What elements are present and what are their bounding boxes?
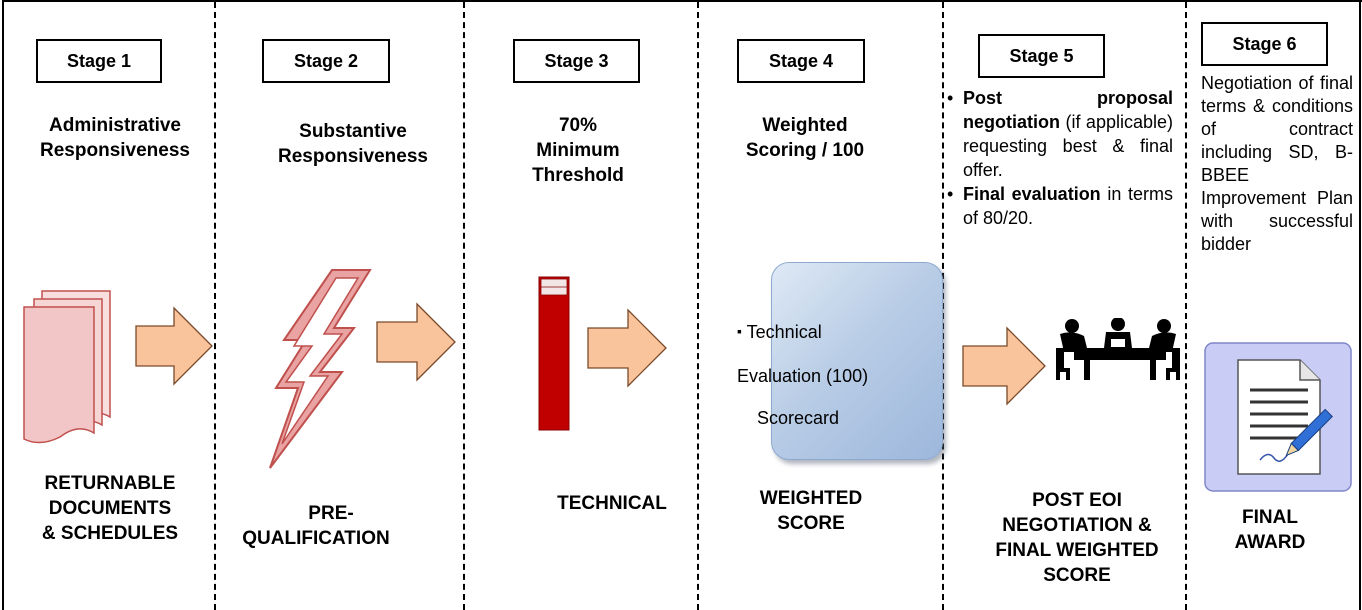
arrow-right-icon bbox=[135, 306, 213, 386]
arrow-right-icon bbox=[376, 302, 456, 382]
stage-6-label: Stage 6 bbox=[1201, 22, 1328, 66]
frame-right-border bbox=[1359, 0, 1361, 610]
scorecard-line-3: Scorecard bbox=[757, 408, 840, 428]
stage-divider bbox=[463, 2, 465, 610]
stage-divider bbox=[942, 2, 944, 610]
stage-6-description: Negotiation of final terms & conditions … bbox=[1201, 73, 1353, 254]
stage-divider bbox=[214, 2, 216, 610]
stage-4-label: Stage 4 bbox=[737, 39, 865, 83]
stage-divider bbox=[697, 2, 699, 610]
stage-1-label: Stage 1 bbox=[36, 39, 162, 83]
stage-2-label: Stage 2 bbox=[262, 39, 390, 83]
arrow-right-icon bbox=[587, 308, 667, 388]
scorecard-line-2: Evaluation (100) bbox=[737, 366, 869, 386]
stage-5-label: Stage 5 bbox=[978, 34, 1105, 78]
stage-3-label: Stage 3 bbox=[513, 39, 640, 83]
arrow-right-icon bbox=[962, 326, 1046, 406]
threshold-bar-icon bbox=[538, 276, 570, 431]
lightning-icon bbox=[269, 269, 372, 469]
scorecard-panel bbox=[771, 262, 943, 460]
stage-3-output: TECHNICAL bbox=[557, 493, 667, 514]
stage-2-output: PRE-QUALIFICATION bbox=[242, 503, 390, 549]
stage-5-bullet-2: Final evaluation in terms of 80/20. bbox=[945, 182, 1173, 230]
frame-top-border bbox=[2, 0, 1362, 2]
scorecard-line-1: ▪ Technical bbox=[737, 322, 822, 342]
stage-divider bbox=[1185, 2, 1187, 610]
meeting-table-icon bbox=[1056, 318, 1180, 380]
stage-5-bullets: Post proposal negotiation (if applicable… bbox=[945, 86, 1173, 230]
frame-left-border bbox=[2, 0, 4, 610]
stage-5-bullet-1: Post proposal negotiation (if applicable… bbox=[945, 86, 1173, 182]
signed-document-icon bbox=[1204, 342, 1352, 492]
documents-icon bbox=[23, 290, 111, 444]
